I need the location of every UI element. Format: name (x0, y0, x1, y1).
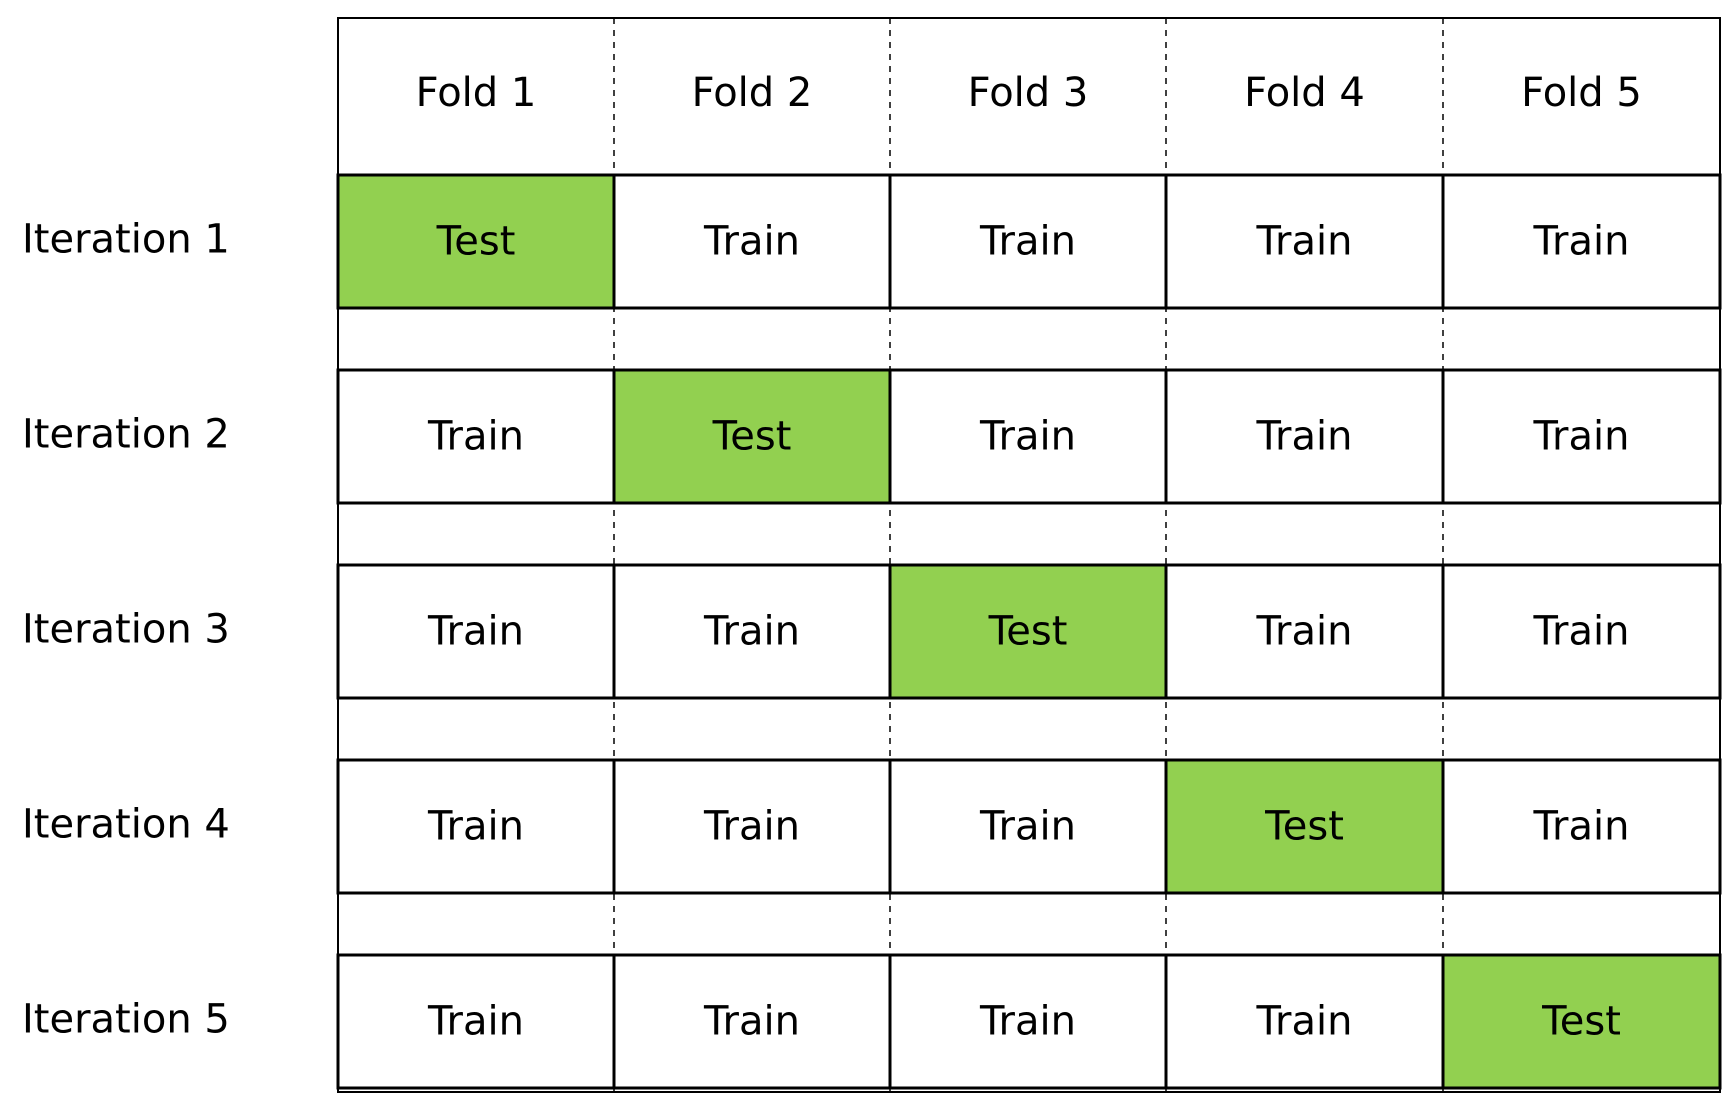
cell-label: Train (1256, 414, 1353, 460)
train-cell (612, 953, 892, 1090)
train-cell (336, 563, 616, 700)
test-cell (336, 173, 616, 310)
train-cell (336, 368, 616, 505)
cell-label: Train (427, 999, 524, 1045)
cell-label: Train (1256, 609, 1353, 655)
grid-frame (337, 17, 1721, 1093)
train-cell (1164, 173, 1445, 310)
train-cell (1164, 368, 1445, 505)
train-cell (1164, 563, 1445, 700)
iteration-label: Iteration 1 (22, 217, 230, 263)
iteration-row: Train Train Train Train Test (336, 953, 1722, 1090)
cell-label: Test (1264, 804, 1344, 850)
test-cell (888, 563, 1168, 700)
cell-label: Train (703, 219, 800, 265)
train-cell (1441, 563, 1722, 700)
train-cell (1441, 368, 1722, 505)
cell-label: Train (1256, 219, 1353, 265)
train-cell (888, 368, 1168, 505)
cell-label: Train (703, 609, 800, 655)
iteration-row: Train Test Train Train Train (336, 368, 1722, 505)
cell-label: Train (703, 804, 800, 850)
cell-label: Train (703, 999, 800, 1045)
cell-label: Train (979, 414, 1076, 460)
train-cell (612, 563, 892, 700)
cell-label: Train (1533, 219, 1630, 265)
cell-label: Test (988, 609, 1068, 655)
iteration-label: Iteration 5 (22, 997, 230, 1043)
test-cell (1441, 953, 1722, 1090)
cell-label: Train (979, 999, 1076, 1045)
cell-label: Test (436, 219, 516, 265)
train-cell (1441, 173, 1722, 310)
train-cell (612, 173, 892, 310)
fold-header: Fold 2 (692, 70, 813, 116)
iteration-label: Iteration 3 (22, 607, 230, 653)
cell-label: Train (1533, 804, 1630, 850)
cell-label: Train (979, 219, 1076, 265)
train-cell (888, 953, 1168, 1090)
iteration-row: Train Train Train Test Train (336, 758, 1722, 895)
fold-cells: Test Train Train Train Train Train Test … (336, 173, 1722, 1090)
fold-headers: Fold 1 Fold 2 Fold 3 Fold 4 Fold 5 (416, 70, 1642, 116)
test-cell (1164, 758, 1445, 895)
cell-label: Test (1541, 999, 1621, 1045)
cell-label: Train (1256, 999, 1353, 1045)
cell-label: Test (712, 414, 792, 460)
cell-label: Train (1533, 609, 1630, 655)
iteration-row: Test Train Train Train Train (336, 173, 1722, 310)
test-cell (612, 368, 892, 505)
fold-header: Fold 5 (1521, 70, 1642, 116)
iteration-label: Iteration 4 (22, 802, 230, 848)
train-cell (612, 758, 892, 895)
cell-label: Train (979, 804, 1076, 850)
iteration-row: Train Train Test Train Train (336, 563, 1722, 700)
fold-header: Fold 3 (968, 70, 1089, 116)
fold-header: Fold 1 (416, 70, 537, 116)
cell-label: Train (1533, 414, 1630, 460)
fold-header: Fold 4 (1244, 70, 1365, 116)
cell-label: Train (427, 414, 524, 460)
train-cell (336, 758, 616, 895)
cell-label: Train (427, 804, 524, 850)
iteration-labels: Iteration 1 Iteration 2 Iteration 3 Iter… (22, 217, 230, 1043)
cell-label: Train (427, 609, 524, 655)
train-cell (336, 953, 616, 1090)
train-cell (888, 758, 1168, 895)
train-cell (1441, 758, 1722, 895)
iteration-label: Iteration 2 (22, 412, 230, 458)
